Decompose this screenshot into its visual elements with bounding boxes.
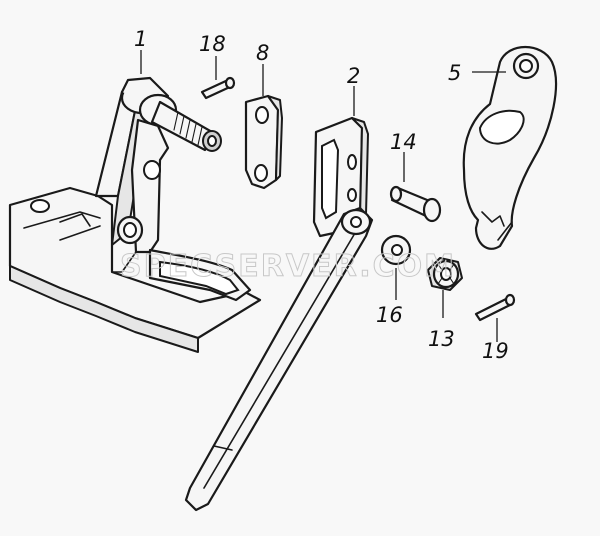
part-1-bracket xyxy=(8,76,262,353)
callout-8: 8 xyxy=(256,41,269,65)
part-19-cotter-pin xyxy=(474,293,516,322)
callout-13: 13 xyxy=(428,327,455,351)
part-8-link-plate xyxy=(244,94,283,190)
part-14-pin xyxy=(389,185,442,223)
callout-2: 2 xyxy=(347,64,360,88)
part-18-cotter-pin xyxy=(200,76,236,100)
part-5-hook xyxy=(462,46,558,250)
callout-19: 19 xyxy=(482,339,509,363)
callout-5: 5 xyxy=(448,61,461,85)
callout-1: 1 xyxy=(134,27,147,51)
part-2-lever xyxy=(184,116,374,512)
leader-lines xyxy=(140,50,506,342)
part-13-castle-nut xyxy=(427,257,463,291)
callout-16: 16 xyxy=(376,303,403,327)
callout-18: 18 xyxy=(199,32,226,56)
callout-14: 14 xyxy=(390,130,417,154)
part-16-washer xyxy=(380,234,412,266)
watermark-text: SPECSERVER.COM xyxy=(120,249,456,284)
